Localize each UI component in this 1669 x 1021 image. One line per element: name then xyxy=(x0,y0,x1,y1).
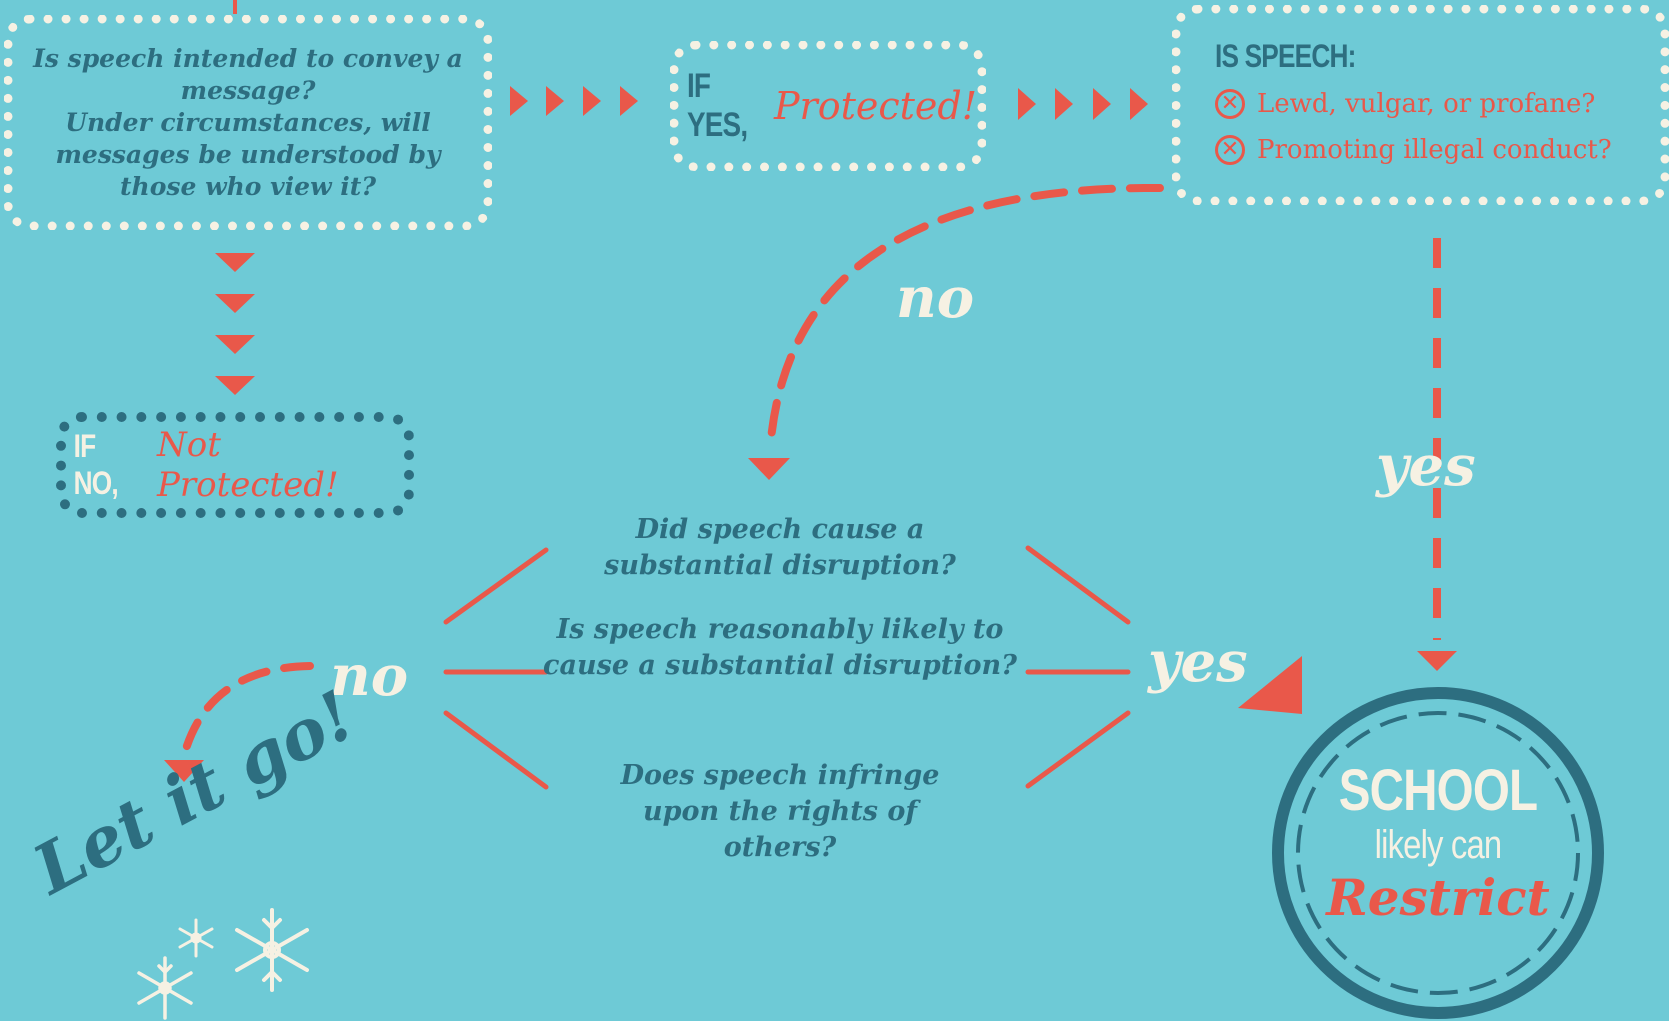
restrict-line-likely: likely can xyxy=(1374,823,1503,867)
restrict-line-school: SCHOOL xyxy=(1338,758,1538,823)
disruption-no-label: no xyxy=(330,643,409,709)
criteria-box: IS SPEECH: ✕ Lewd, vulgar, or profane? ✕… xyxy=(1172,5,1669,205)
snowflake-icon xyxy=(178,918,214,958)
criteria-yes-arrowhead xyxy=(1417,651,1457,671)
start-question-2: Under circumstances, will messages be un… xyxy=(55,107,441,201)
criteria-yes-label: yes xyxy=(1376,433,1476,499)
disruption-question-3: Does speech infringe upon the rights of … xyxy=(620,760,940,863)
restrict-outer-ring xyxy=(1272,687,1604,1019)
right-bracket xyxy=(1025,545,1131,789)
criteria-item-label: Lewd, vulgar, or profane? xyxy=(1257,88,1596,119)
start-question-box: Is speech intended to convey a message? … xyxy=(4,15,492,230)
criteria-no-arrowhead xyxy=(748,458,790,480)
criteria-title: IS SPEECH: xyxy=(1215,37,1356,74)
criteria-arrow-chain xyxy=(1018,88,1148,120)
circle-x-icon: ✕ xyxy=(1215,88,1245,119)
restrict-inner-ring xyxy=(1296,711,1580,995)
restrict-line-restrict: Restrict xyxy=(1326,868,1550,927)
if-no-label: IF NO, xyxy=(73,428,119,501)
no-arrow-chain xyxy=(215,253,255,395)
yes-arrow-chain xyxy=(510,86,638,116)
criteria-item-lewd: ✕ Lewd, vulgar, or profane? xyxy=(1215,87,1595,121)
protected-label: Protected! xyxy=(773,84,977,128)
disruption-question-2: Is speech reasonably likely to cause a s… xyxy=(543,614,1017,681)
disruption-yes-arrowhead xyxy=(1238,656,1302,714)
disruption-question-1: Did speech cause a substantial disruptio… xyxy=(604,514,956,581)
disruption-yes-label: yes xyxy=(1148,629,1248,695)
start-question-1: Is speech intended to convey a message? xyxy=(33,43,463,105)
snowflake-icon xyxy=(235,908,309,992)
criteria-no-path xyxy=(766,183,1164,454)
if-yes-label: IF YES, xyxy=(687,67,748,144)
disruption-no-path xyxy=(181,662,314,756)
criteria-item-illegal: ✕ Promoting illegal conduct? xyxy=(1215,133,1612,167)
if-no-box: IF NO, Not Protected! xyxy=(56,412,414,518)
not-protected-label: Not Protected! xyxy=(157,425,339,505)
restrict-outcome: SCHOOL likely can Restrict xyxy=(1298,760,1578,928)
if-yes-box: IF YES, Protected! xyxy=(670,41,986,171)
criteria-no-label: no xyxy=(896,265,975,331)
circle-x-icon: ✕ xyxy=(1215,134,1245,165)
left-bracket xyxy=(443,547,549,790)
criteria-item-label: Promoting illegal conduct? xyxy=(1257,134,1612,165)
disruption-no-arrowhead xyxy=(164,760,204,782)
snowflake-icon xyxy=(137,956,193,1020)
